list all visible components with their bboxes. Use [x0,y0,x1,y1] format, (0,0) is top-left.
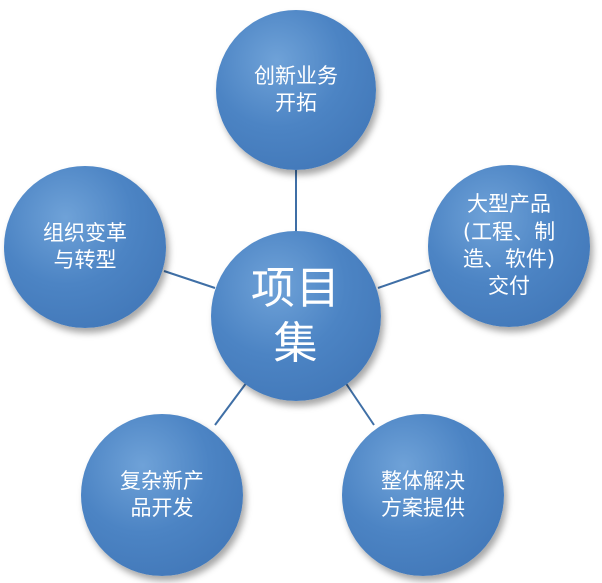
node-center-project-set-label: 项目 集 [251,263,341,369]
node-large-product-delivery-label: 大型产品 (工程、制 造、软件) 交付 [462,192,556,299]
connector-left [163,270,216,289]
node-large-product-delivery: 大型产品 (工程、制 造、软件) 交付 [428,165,590,327]
connector-bottom-right [344,381,375,426]
node-org-transformation-label: 组织变革 与转型 [43,220,127,272]
node-org-transformation: 组织变革 与转型 [4,166,166,328]
node-total-solution: 整体解决 方案提供 [342,414,504,576]
node-center-project-set: 项目 集 [211,231,381,401]
node-innovation-business: 创新业务 开拓 [216,10,376,170]
node-complex-product-development: 复杂新产 品开发 [81,414,243,576]
node-innovation-business-label: 创新业务 开拓 [254,63,338,115]
connector-bottom-left [214,381,248,426]
connector-right [377,269,431,289]
node-complex-product-development-label: 复杂新产 品开发 [120,468,204,520]
node-total-solution-label: 整体解决 方案提供 [381,468,465,520]
